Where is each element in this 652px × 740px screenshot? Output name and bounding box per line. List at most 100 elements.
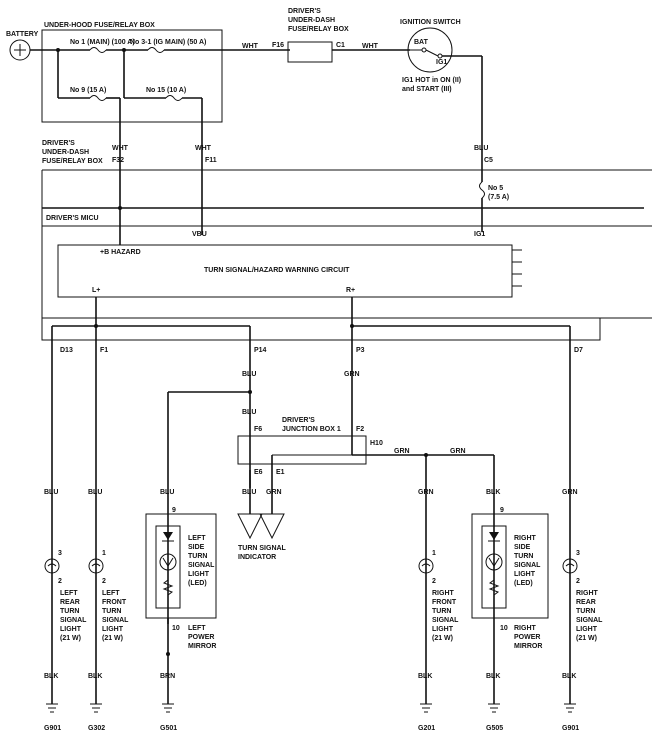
svg-text:BLU: BLU	[88, 489, 102, 496]
ground-g501: G501	[160, 725, 177, 732]
svg-text:GRN: GRN	[450, 448, 466, 455]
svg-text:RIGHT: RIGHT	[576, 590, 599, 597]
svg-text:GRN: GRN	[418, 489, 434, 496]
svg-text:IG1: IG1	[436, 59, 447, 66]
dash-box-top-label-1: DRIVER'S	[288, 8, 321, 15]
svg-text:BLU: BLU	[242, 371, 256, 378]
svg-text:REAR: REAR	[576, 599, 596, 606]
svg-text:LEFT: LEFT	[188, 625, 206, 632]
ground-g505: G505	[486, 725, 503, 732]
ground-icon	[46, 703, 576, 713]
dash-box-left-label-1: DRIVER'S	[42, 140, 75, 147]
right-mirror-label: RIGHT POWER MIRROR	[514, 625, 542, 650]
ground-g901-right: G901	[562, 725, 579, 732]
svg-text:LIGHT: LIGHT	[188, 571, 210, 578]
fuse-no9-label: No 9 (15 A)	[70, 87, 106, 94]
svg-text:LEFT: LEFT	[102, 590, 120, 597]
ground-g201: G201	[418, 725, 435, 732]
right-front-bulb-icon	[418, 558, 434, 574]
svg-text:R+: R+	[346, 287, 355, 294]
fuse-no5	[479, 181, 485, 199]
svg-text:2: 2	[576, 578, 580, 585]
svg-text:D7: D7	[574, 347, 583, 354]
svg-text:TURN: TURN	[432, 608, 451, 615]
right-led-icon	[485, 553, 503, 571]
svg-text:D13: D13	[60, 347, 73, 354]
svg-text:LIGHT: LIGHT	[514, 571, 536, 578]
svg-text:10: 10	[172, 625, 180, 632]
underhood-box-label: UNDER-HOOD FUSE/RELAY BOX	[44, 22, 155, 29]
left-led-icon	[159, 553, 177, 571]
left-side-light-label: LEFT SIDE TURN SIGNAL LIGHT (LED)	[188, 535, 215, 587]
dash-box-top	[287, 41, 333, 63]
svg-text:(21 W): (21 W)	[102, 635, 123, 642]
left-resistor-icon	[162, 579, 174, 596]
svg-text:2: 2	[102, 578, 106, 585]
svg-text:RIGHT: RIGHT	[432, 590, 455, 597]
left-front-light-label: LEFT FRONT TURN SIGNAL LIGHT (21 W)	[102, 590, 129, 642]
svg-text:10: 10	[500, 625, 508, 632]
svg-text:WHT: WHT	[242, 43, 259, 50]
svg-text:WHT: WHT	[112, 145, 129, 152]
svg-text:UNDER-DASH: UNDER-DASH	[42, 149, 89, 156]
svg-text:GRN: GRN	[344, 371, 360, 378]
svg-text:BLK: BLK	[486, 489, 500, 496]
svg-text:INDICATOR: INDICATOR	[238, 554, 276, 561]
svg-text:1: 1	[432, 550, 436, 557]
svg-text:SIGNAL: SIGNAL	[188, 562, 215, 569]
svg-text:H10: H10	[370, 440, 383, 447]
svg-text:GRN: GRN	[394, 448, 410, 455]
svg-text:UNDER-DASH: UNDER-DASH	[288, 17, 335, 24]
svg-text:TURN: TURN	[514, 553, 533, 560]
svg-text:F32: F32	[112, 157, 124, 164]
left-front-bulb-icon	[88, 558, 104, 574]
svg-text:BLK: BLK	[88, 673, 102, 680]
fuse-no9	[89, 95, 107, 101]
svg-text:(21 W): (21 W)	[432, 635, 453, 642]
fuse-main	[89, 47, 107, 53]
svg-text:LEFT: LEFT	[188, 535, 206, 542]
svg-text:BRN: BRN	[160, 673, 175, 680]
svg-text:RIGHT: RIGHT	[514, 535, 537, 542]
svg-text:TURN: TURN	[576, 608, 595, 615]
right-rear-bulb-icon	[562, 558, 578, 574]
svg-text:JUNCTION BOX 1: JUNCTION BOX 1	[282, 426, 341, 433]
battery-label: BATTERY	[6, 31, 39, 38]
svg-text:F1: F1	[100, 347, 108, 354]
right-diode-icon	[489, 532, 499, 540]
right-rear-light-label: RIGHT REAR TURN SIGNAL LIGHT (21 W)	[576, 590, 603, 642]
svg-text:LIGHT: LIGHT	[102, 626, 124, 633]
svg-text:BLK: BLK	[562, 673, 576, 680]
svg-text:WHT: WHT	[195, 145, 212, 152]
svg-text:BLK: BLK	[44, 673, 58, 680]
ignition-switch	[407, 27, 453, 73]
left-rear-bulb-icon	[44, 558, 60, 574]
svg-text:SIGNAL: SIGNAL	[432, 617, 459, 624]
svg-text:(LED): (LED)	[514, 580, 533, 587]
svg-text:P14: P14	[254, 347, 267, 354]
left-diode-icon	[163, 532, 173, 540]
ignition-note-1: IG1 HOT in ON (II)	[402, 77, 461, 84]
svg-text:FRONT: FRONT	[432, 599, 457, 606]
svg-text:F2: F2	[356, 426, 364, 433]
svg-text:(7.5 A): (7.5 A)	[488, 194, 509, 201]
svg-text:F6: F6	[254, 426, 262, 433]
ignition-switch-label: IGNITION SWITCH	[400, 19, 461, 26]
svg-text:LIGHT: LIGHT	[60, 626, 82, 633]
svg-text:BLU: BLU	[242, 409, 256, 416]
indicator-right-arrow	[259, 513, 285, 540]
fuse-main-label: No 1 (MAIN) (100 A)	[70, 39, 135, 46]
svg-text:BLU: BLU	[474, 145, 488, 152]
indicator-left-arrow	[237, 513, 263, 540]
svg-text:BLK: BLK	[486, 673, 500, 680]
svg-text:C5: C5	[484, 157, 493, 164]
svg-text:GRN: GRN	[562, 489, 578, 496]
svg-text:No 5: No 5	[488, 185, 503, 192]
svg-text:SIGNAL: SIGNAL	[576, 617, 603, 624]
svg-text:SIDE: SIDE	[188, 544, 205, 551]
fuse-no15-label: No 15 (10 A)	[146, 87, 186, 94]
svg-text:E1: E1	[276, 469, 285, 476]
left-rear-light-label: LEFT REAR TURN SIGNAL LIGHT (21 W)	[60, 590, 87, 642]
svg-text:BLU: BLU	[160, 489, 174, 496]
micu-label: DRIVER'S MICU	[46, 215, 99, 222]
